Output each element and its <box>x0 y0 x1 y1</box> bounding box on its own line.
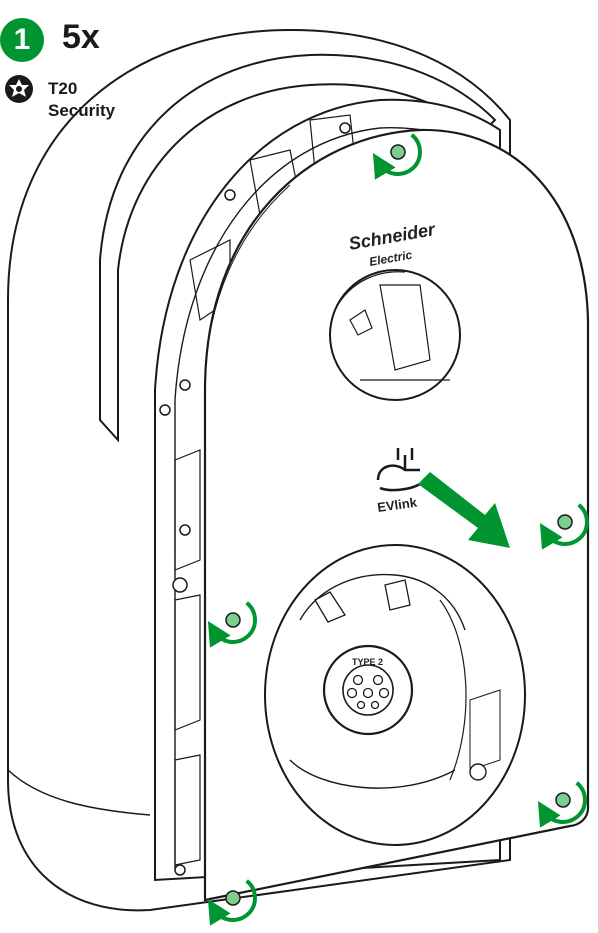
screw-icon <box>225 612 241 628</box>
screw-icon <box>390 144 406 160</box>
step-number-badge: 1 <box>0 18 44 62</box>
screw-3 <box>207 601 257 648</box>
screw-2 <box>539 503 589 550</box>
screw-quantity: 5x <box>62 18 100 56</box>
tool-size: T20 <box>48 79 78 98</box>
tool-label: T20 Security <box>48 78 115 122</box>
rear-housing-edge <box>7 769 151 816</box>
product-name: EVlink <box>376 494 418 514</box>
rotation-arrow-icon <box>537 781 587 828</box>
screw-icon <box>557 514 573 530</box>
screw-icon <box>555 792 571 808</box>
screw-4 <box>537 781 587 828</box>
type2-socket <box>322 644 414 736</box>
top-window <box>329 269 461 401</box>
front-cover-side <box>204 184 291 391</box>
screws <box>207 133 589 926</box>
rotation-arrow-icon <box>207 601 257 648</box>
rotation-arrow-icon <box>372 133 422 180</box>
frame-fasteners <box>159 122 351 876</box>
top-hood <box>99 53 497 443</box>
socket-label: TYPE 2 <box>352 657 383 667</box>
remove-direction-arrow-icon <box>418 472 510 548</box>
ev-plug-logo-icon <box>376 448 421 492</box>
screw-1 <box>372 133 422 180</box>
torx-bit-icon <box>5 75 33 103</box>
screw-icon <box>225 890 241 906</box>
rotation-arrow-icon <box>539 503 589 550</box>
screw-5 <box>207 879 257 926</box>
tool-type: Security <box>48 101 116 120</box>
rotation-arrow-icon <box>207 879 257 926</box>
